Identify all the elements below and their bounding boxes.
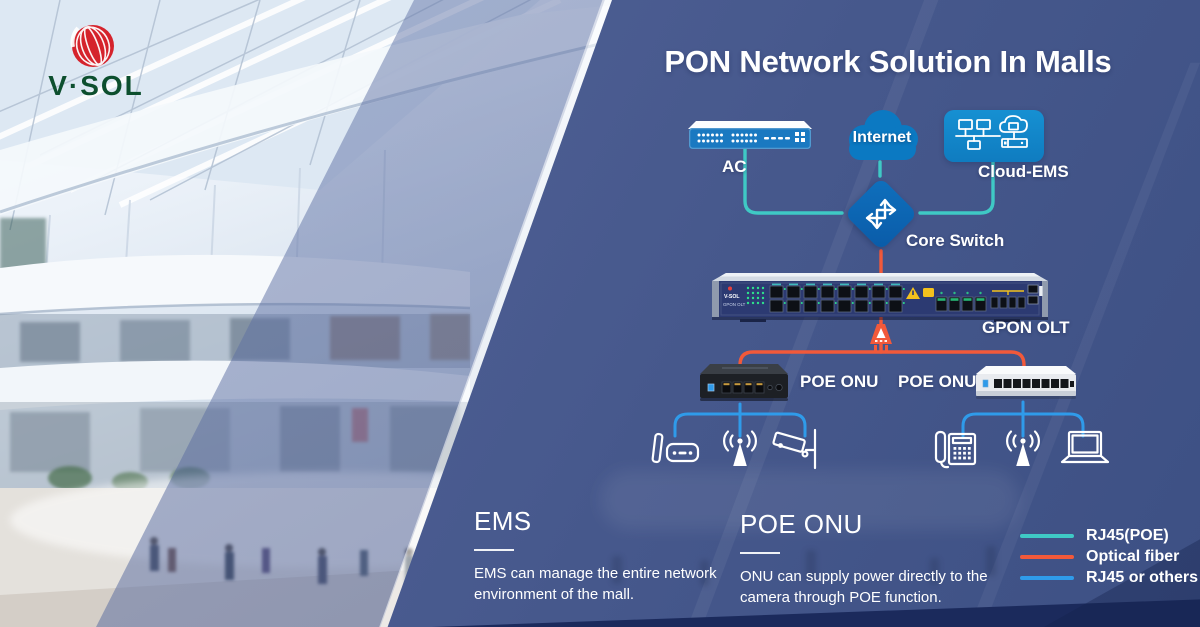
poe-onu-left-label: POE ONU <box>800 372 879 391</box>
poe-onu-left-device <box>700 364 788 401</box>
core-switch-node <box>844 177 918 251</box>
legend-swatch-rj45-others <box>1020 576 1074 580</box>
internet-cloud <box>849 110 918 160</box>
legend-item-rj45-poe: RJ45(POE) <box>1020 527 1169 545</box>
cctv-camera-icon <box>772 428 817 470</box>
laptop-icon <box>1060 430 1110 464</box>
ac-device <box>688 121 812 149</box>
poe-onu-right-label: POE ONU <box>898 372 977 391</box>
poe-onu-section: POE ONU ONU can supply power directly to… <box>740 509 1006 608</box>
core-switch-icon <box>865 198 897 230</box>
onu-right-branch <box>961 412 1085 438</box>
ems-heading: EMS <box>474 506 532 536</box>
ems-body: EMS can manage the entire network enviro… <box>474 565 717 603</box>
cloudems-to-core-line <box>918 159 995 215</box>
poe-onu-body: ONU can supply power directly to the cam… <box>740 568 988 606</box>
legend-label-rj45-poe: RJ45(POE) <box>1086 527 1169 544</box>
poe-onu-heading: POE ONU <box>740 509 863 539</box>
pos-terminal-icon <box>651 432 700 464</box>
vsol-logo-icon <box>70 25 114 67</box>
cloud-ems-node <box>944 110 1044 162</box>
legend-item-rj45-others: RJ45 or others <box>1020 569 1198 587</box>
vsol-logo-wordmark: V·SOL <box>48 70 144 101</box>
legend-swatch-rj45-poe <box>1020 534 1074 538</box>
poe-onu-right-device <box>976 366 1076 399</box>
olt-model-text: GPON OLT <box>723 302 746 307</box>
cloud-ems-label: Cloud-EMS <box>978 162 1069 181</box>
ac-to-core-line <box>743 147 844 215</box>
olt-brand-text: V-SOL <box>724 294 740 300</box>
ip-phone-icon <box>934 430 977 469</box>
legend-swatch-optical-fiber <box>1020 555 1074 559</box>
ems-section: EMS EMS can manage the entire network en… <box>474 506 728 605</box>
legend-label-rj45-others: RJ45 or others <box>1086 569 1199 586</box>
ems-divider <box>474 549 514 551</box>
onu-left-branch <box>673 412 807 438</box>
core-switch-label: Core Switch <box>906 231 1005 250</box>
legend-item-optical-fiber: Optical fiber <box>1020 548 1179 566</box>
gpon-olt-label: GPON OLT <box>982 318 1070 337</box>
gpon-olt-device: V-SOL GPON OLT <box>712 273 1048 322</box>
internet-label: Internet <box>852 129 912 146</box>
wifi-antenna-icon <box>723 430 757 466</box>
legend-label-optical-fiber: Optical fiber <box>1086 548 1180 565</box>
splitter-to-onus-fiber <box>738 350 1026 371</box>
ac-label: AC <box>722 157 747 176</box>
page-title: PON Network Solution In Malls <box>664 44 1112 79</box>
cloud-ems-icon <box>955 115 1028 150</box>
poe-onu-divider <box>740 552 780 554</box>
plc-splitter-icon <box>870 324 892 351</box>
wifi-antenna-icon <box>1006 430 1040 466</box>
